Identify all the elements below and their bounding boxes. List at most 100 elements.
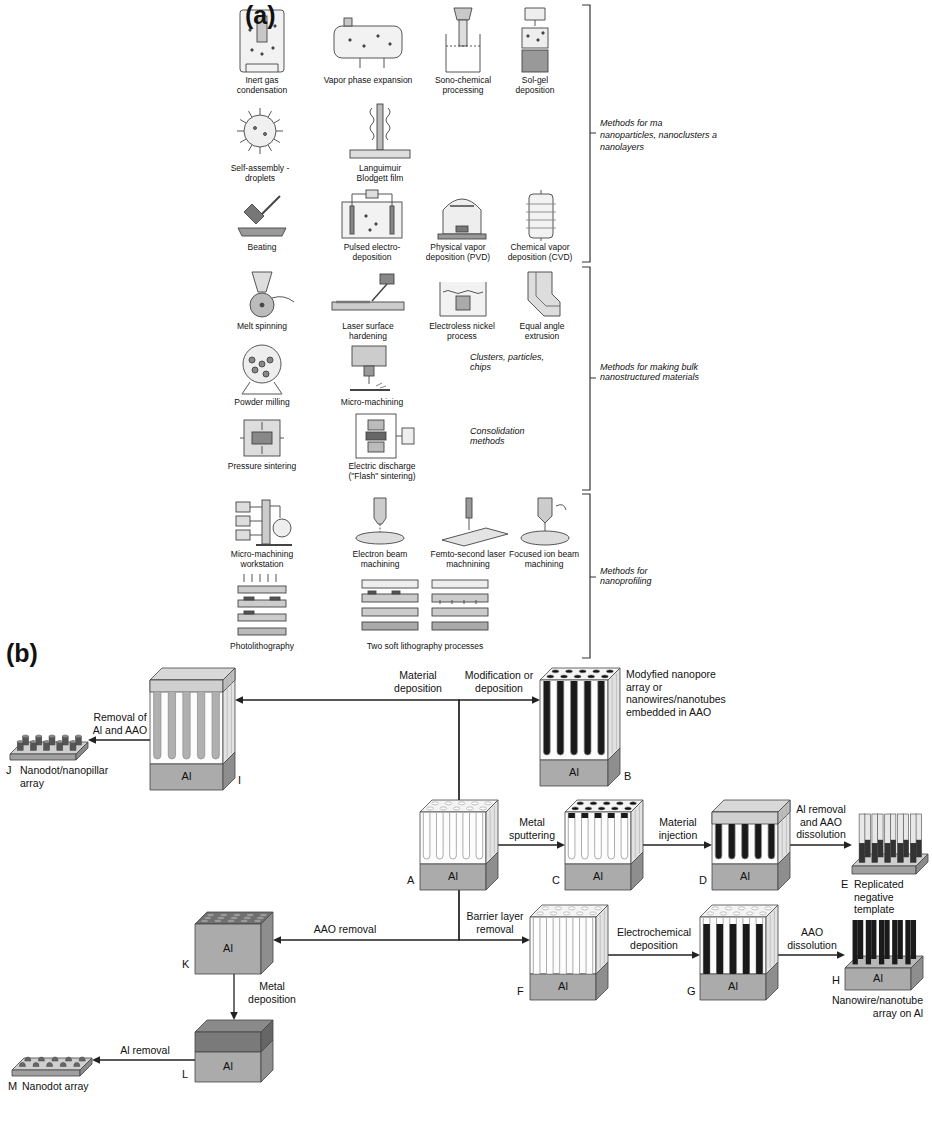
pore <box>423 813 430 859</box>
method-caption: Pulsed electro-deposition <box>330 243 414 263</box>
arrow-head <box>92 1056 100 1064</box>
nanopillar-top <box>30 740 36 743</box>
pore-opening <box>445 802 452 805</box>
drawing-part <box>259 361 265 367</box>
category-label: nanoparticles, nanoclusters a <box>600 130 717 140</box>
process-block: MNanodot array <box>12 1042 92 1076</box>
aao-layer <box>712 812 778 864</box>
substrate-label: Al <box>150 764 223 790</box>
block-drawing <box>852 812 928 874</box>
drawing-part <box>256 544 292 546</box>
cvd-icon <box>526 190 556 241</box>
drawing-part <box>270 597 280 600</box>
vapor-expansion-icon <box>334 18 402 68</box>
step-letter: E <box>841 878 848 891</box>
method-caption: Chemical vapor deposition (CVD) <box>502 243 578 263</box>
pore-opening <box>542 907 549 910</box>
drawing-part <box>238 586 286 593</box>
langmuir-blodgett-icon <box>350 104 410 158</box>
al-substrate <box>565 864 631 890</box>
pore-opening <box>606 670 613 673</box>
nanowire <box>756 924 763 974</box>
pore-opening <box>733 912 740 915</box>
drawing-part <box>535 20 536 26</box>
drawing-part <box>450 205 474 207</box>
nanopillar-top <box>17 740 23 743</box>
drawing-part <box>446 34 480 72</box>
cap-side <box>223 668 235 692</box>
dimple <box>234 914 241 916</box>
process-arrow <box>459 696 540 800</box>
drawing-part <box>432 580 488 588</box>
substrate-label: Al <box>565 864 631 890</box>
nanodot <box>79 1057 85 1061</box>
process-block: JNanodot/nanopillar array <box>10 718 88 760</box>
process-block: AlK <box>195 912 273 974</box>
step-letter: D <box>699 874 707 887</box>
drawing-part <box>459 20 467 46</box>
al-substrate <box>530 974 596 1000</box>
step-label: Material deposition <box>382 669 454 694</box>
drawing-part <box>244 115 276 147</box>
pore-side <box>786 806 787 854</box>
drawing-part <box>244 597 254 600</box>
drawing-part <box>261 53 263 55</box>
pore <box>598 681 605 755</box>
arrow-head <box>522 936 530 944</box>
pore-opening <box>588 675 595 678</box>
pore-opening <box>572 807 579 810</box>
aao-layer <box>565 812 631 864</box>
drawing-part <box>254 127 257 130</box>
nanowire <box>892 920 897 964</box>
method-caption: Languimuir Blodgett film <box>349 164 411 184</box>
pore-side <box>774 911 775 964</box>
al-side <box>778 852 790 890</box>
method-caption: Electric discharge ("Flash" sintering) <box>336 462 428 482</box>
block-top <box>150 668 235 680</box>
plate-front <box>12 1070 80 1076</box>
pore <box>183 692 190 759</box>
pore <box>571 681 578 755</box>
method-caption: Photolithography <box>222 642 302 652</box>
powder-mill-icon <box>242 345 282 394</box>
drawing-part <box>236 502 250 512</box>
al-substrate <box>420 864 486 890</box>
process-arrow <box>459 890 530 944</box>
layer-side <box>223 668 235 764</box>
step-caption: Replicated negative template <box>854 878 928 916</box>
drawing-part <box>244 574 276 582</box>
pore <box>557 681 564 755</box>
drawing-part <box>360 58 384 68</box>
drawing-part <box>238 228 286 236</box>
drawing-part <box>380 274 394 284</box>
block-drawing <box>700 905 778 1000</box>
step-letter: L <box>182 1068 188 1081</box>
pore-side <box>616 674 617 750</box>
method-caption: Beating <box>232 243 292 253</box>
drawing-part <box>252 367 258 373</box>
drawing-part <box>349 39 351 41</box>
drawing-part <box>368 591 376 594</box>
replica-rod <box>910 814 916 862</box>
replica-rod <box>865 814 871 857</box>
replica-rod <box>877 814 883 857</box>
pore-opening <box>472 802 479 805</box>
drawing-part <box>390 206 394 234</box>
category-label: nanolayers <box>600 142 644 152</box>
arrow-head <box>88 736 96 744</box>
method-caption: Physical vapor deposition (PVD) <box>420 243 496 263</box>
al-substrate <box>540 760 608 786</box>
laser-hardening-icon <box>332 274 404 310</box>
pore-side <box>612 678 613 754</box>
block-top <box>195 912 273 924</box>
drawing-part <box>362 594 418 602</box>
step-label: AAO dissolution <box>781 926 843 951</box>
process-block: AlI <box>150 668 235 790</box>
drawing-part <box>442 528 508 546</box>
method-caption: Sol-gel deposition <box>510 76 560 96</box>
pore-opening <box>707 912 714 915</box>
workstation-icon <box>236 500 292 545</box>
pore-opening <box>760 912 767 915</box>
step-label: Al removal <box>105 1044 185 1057</box>
